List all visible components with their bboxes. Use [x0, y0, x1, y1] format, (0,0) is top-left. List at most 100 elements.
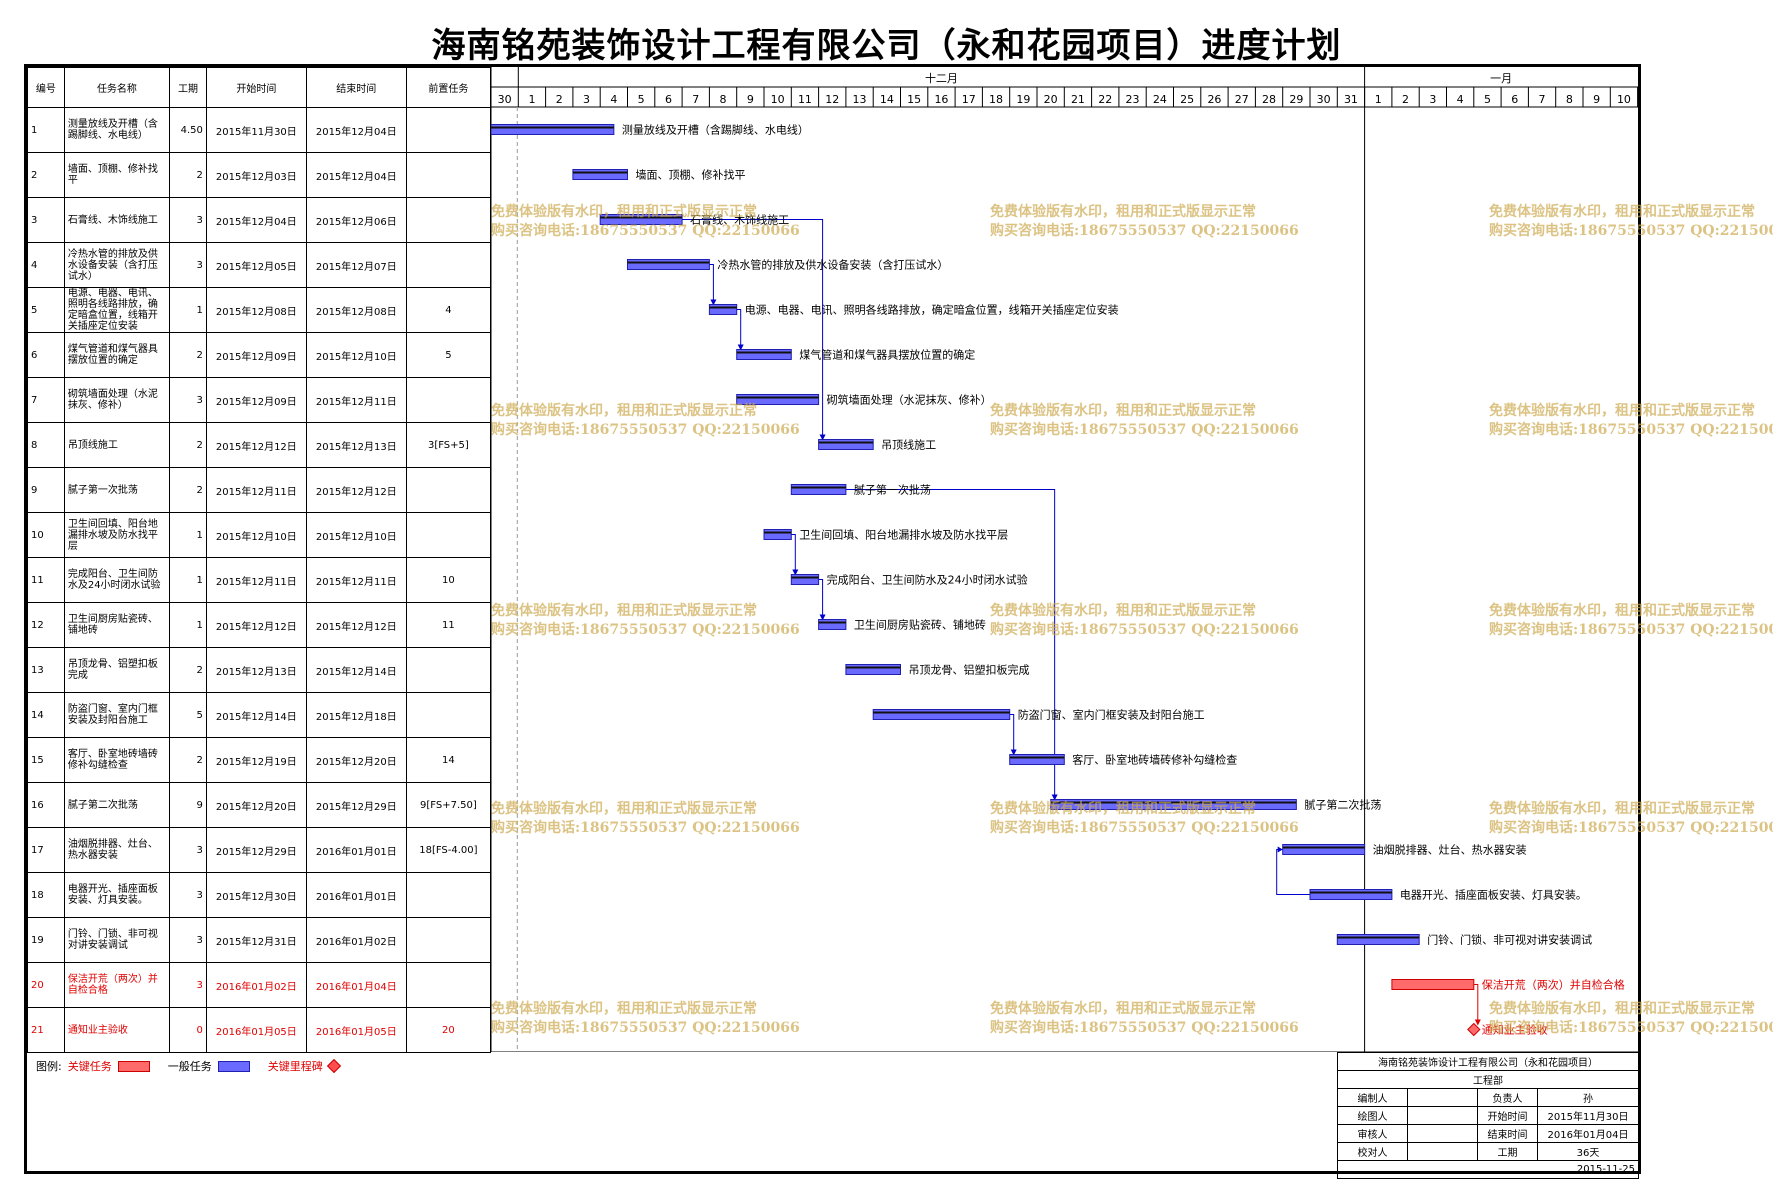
day-label: 4 [1457, 93, 1464, 106]
task-bar [763, 529, 792, 540]
task-duration: 2 [169, 422, 207, 468]
task-end: 2015年12月08日 [305, 287, 407, 333]
task-id: 5 [27, 287, 65, 333]
day-label: 29 [1289, 93, 1303, 106]
day-label: 1 [528, 93, 535, 106]
day-label: 25 [1180, 93, 1194, 106]
task-predecessor: 3[FS+5] [405, 422, 492, 468]
task-duration: 3 [169, 242, 207, 288]
task-start: 2015年12月04日 [205, 197, 307, 243]
task-name: 卫生间回填、阳台地漏排水坡及防水找平层 [63, 512, 171, 558]
dependency-link [1473, 984, 1479, 1025]
task-end: 2016年01月05日 [305, 1007, 407, 1053]
day-label: 1 [1375, 93, 1382, 106]
task-duration: 1 [169, 287, 207, 333]
task-bar [1050, 799, 1297, 810]
watermark: 免费体验版有水印，租用和正式版显示正常购买咨询电话:18675550537 QQ… [1489, 203, 1773, 241]
link-arrow [1051, 794, 1058, 801]
task-bar-label: 保洁开荒（两次）并自检合格 [1482, 978, 1625, 992]
task-bar [1336, 934, 1420, 945]
day-label: 8 [720, 93, 727, 106]
task-end: 2015年12月04日 [305, 107, 407, 153]
task-name: 石膏线、木饰线施工 [63, 197, 171, 243]
dependency-link [845, 489, 1056, 800]
info-dept: 工程部 [1337, 1070, 1639, 1089]
task-bar-label: 测量放线及开槽（含踢脚线、水电线） [622, 123, 809, 137]
watermark-line: 免费体验版有水印，租用和正式版显示正常 [990, 403, 1256, 419]
dependency-link [709, 264, 714, 305]
task-id: 8 [27, 422, 65, 468]
task-predecessor: 9[FS+7.50] [405, 782, 492, 828]
link-arrow [819, 614, 826, 621]
task-name: 保洁开荒（两次）并自检合格 [63, 962, 171, 1008]
watermark-line: 购买咨询电话:18675550537 QQ:22150066 [491, 1020, 800, 1036]
task-bar-label: 油烟脱排器、灶台、热水器安装 [1373, 843, 1527, 857]
day-label: 23 [1126, 93, 1140, 106]
task-duration: 3 [169, 827, 207, 873]
task-id: 7 [27, 377, 65, 423]
task-predecessor: 10 [405, 557, 492, 603]
info-key: 编制人 [1337, 1088, 1408, 1107]
day-label: 8 [1566, 93, 1573, 106]
day-label: 7 [1539, 93, 1546, 106]
info-value: 2016年01月04日 [1537, 1124, 1639, 1143]
day-label: 19 [1016, 93, 1030, 106]
page-title: 海南铭苑装饰设计工程有限公司（永和花园项目）进度计划 [431, 26, 1342, 66]
info-value: 36天 [1537, 1142, 1639, 1161]
task-name: 门铃、门锁、非可视对讲安装调试 [63, 917, 171, 963]
info-key: 结束时间 [1477, 1124, 1538, 1143]
task-id: 15 [27, 737, 65, 783]
task-bar-label: 吊顶线施工 [881, 438, 936, 452]
legend-normal-label: 一般任务 [167, 1060, 212, 1073]
watermark: 免费体验版有水印，租用和正式版显示正常购买咨询电话:18675550537 QQ… [491, 1000, 800, 1038]
task-id: 14 [27, 692, 65, 738]
task-bar-label: 石膏线、木饰线施工 [690, 213, 789, 227]
task-duration: 4.50 [169, 107, 207, 153]
task-id: 1 [27, 107, 65, 153]
col-header-name: 任务名称 [63, 67, 171, 108]
task-bar-label: 门铃、门锁、非可视对讲安装调试 [1427, 933, 1592, 947]
task-end: 2015年12月20日 [305, 737, 407, 783]
task-start: 2015年12月11日 [205, 467, 307, 513]
watermark: 免费体验版有水印，租用和正式版显示正常购买咨询电话:18675550537 QQ… [990, 203, 1299, 241]
link-arrow [819, 434, 826, 441]
day-label: 28 [1262, 93, 1276, 106]
day-label: 11 [798, 93, 812, 106]
task-bar-label: 卫生间厨房贴瓷砖、铺地砖 [854, 618, 986, 632]
task-predecessor [405, 152, 492, 198]
task-predecessor [405, 107, 492, 153]
task-start: 2015年12月20日 [205, 782, 307, 828]
info-value: 2015年11月30日 [1537, 1106, 1639, 1125]
link-arrow [1474, 1019, 1481, 1026]
task-bar-label: 电源、电器、电讯、照明各线路排放，确定暗盒位置，线箱开关插座定位安装 [745, 303, 1119, 317]
task-predecessor [405, 647, 492, 693]
task-predecessor: 18[FS-4.00] [405, 827, 492, 873]
task-start: 2015年12月11日 [205, 557, 307, 603]
task-end: 2015年12月11日 [305, 377, 407, 423]
month-label: 十二月 [925, 71, 958, 85]
day-label: 2 [556, 93, 563, 106]
milestone-diamond-icon [326, 1058, 341, 1074]
